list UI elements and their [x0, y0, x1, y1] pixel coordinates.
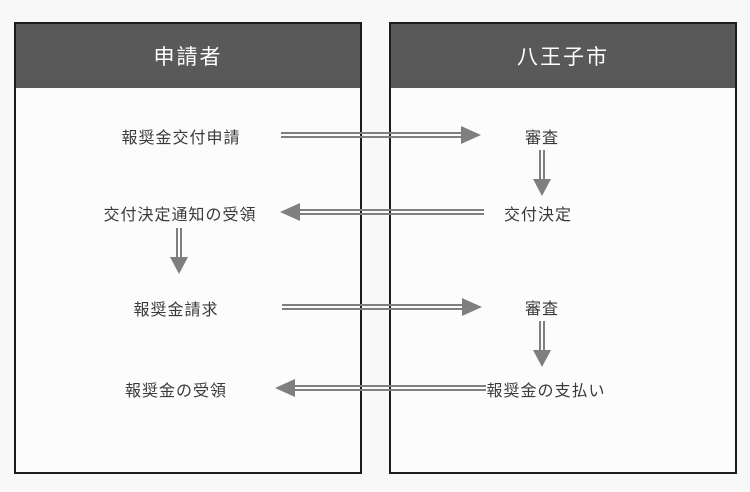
arrow-right-application-to-review-icon: [281, 126, 481, 144]
step-review-1: 審査: [524, 130, 560, 147]
arrow-down-review-to-decision-icon: [533, 150, 551, 196]
arrow-left-payment-to-receipt-icon: [275, 379, 486, 397]
step-grant-decision: 交付決定: [503, 207, 573, 224]
arrow-down-notice-to-claim-icon: [170, 228, 188, 274]
step-reward-payment: 報奨金の支払い: [486, 383, 606, 400]
arrow-right-claim-to-review-icon: [282, 298, 482, 316]
step-review-2: 審査: [524, 301, 560, 318]
applicant-header: 申請者: [16, 24, 360, 88]
step-receive-decision-notice: 交付決定通知の受領: [103, 207, 257, 224]
arrow-down-review-to-payment-icon: [533, 321, 551, 367]
step-application: 報奨金交付申請: [121, 130, 241, 147]
step-reward-claim: 報奨金請求: [133, 302, 219, 319]
arrow-left-decision-to-notice-icon: [280, 203, 484, 221]
city-box: 八王子市: [389, 22, 737, 474]
city-header: 八王子市: [391, 24, 735, 88]
step-receive-reward: 報奨金の受領: [124, 383, 228, 400]
applicant-box: 申請者: [14, 22, 362, 474]
